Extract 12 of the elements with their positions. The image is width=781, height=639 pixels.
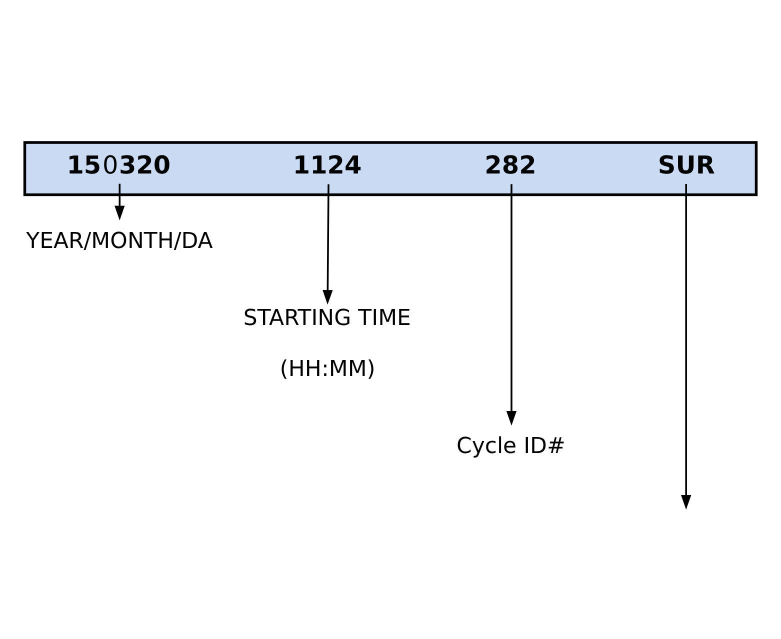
- node-text: STARTING TIME (HH:MM): [243, 306, 411, 382]
- node-text: 282: [484, 150, 536, 179]
- arrow: [506, 184, 517, 426]
- arrow: [114, 183, 125, 220]
- node-text: YEAR/MONTH/DA: [26, 228, 213, 254]
- node-text: SUR: [658, 150, 715, 179]
- node-text: Cycle ID#: [456, 434, 566, 459]
- arrow: [322, 184, 333, 304]
- cluster: [23, 140, 758, 196]
- node-text: 150320: [66, 150, 171, 179]
- node-text: 1124: [292, 150, 362, 179]
- arrow: [681, 184, 692, 510]
